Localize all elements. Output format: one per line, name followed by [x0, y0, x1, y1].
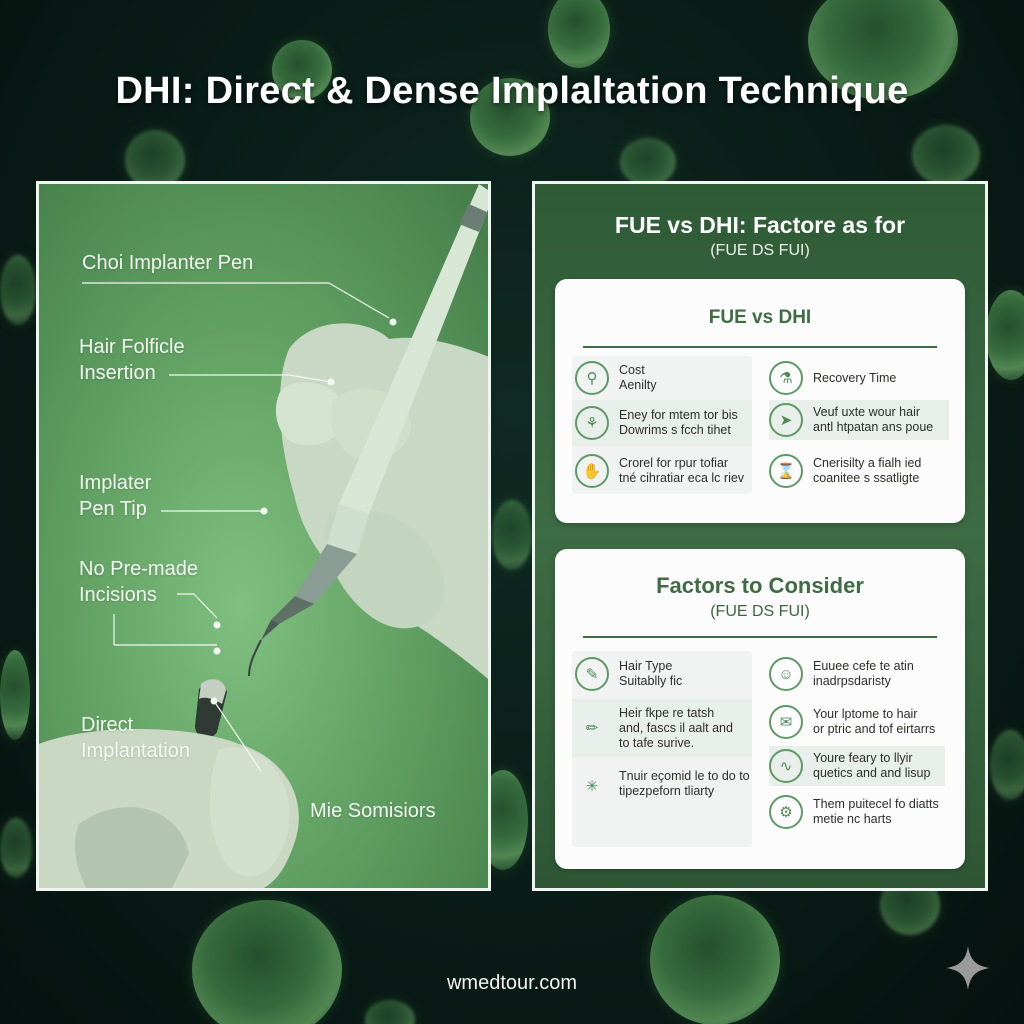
tools-icon: ⚙ — [769, 795, 803, 829]
pen-icon: ✏ — [585, 719, 599, 737]
arrows-icon: ➤ — [769, 403, 803, 437]
card-title: Factors to Consider — [656, 573, 864, 598]
factor-item: ⚗ Recovery Time — [769, 356, 949, 400]
comparison-panel: FUE vs DHI: Factore as for (FUE DS FUI) … — [532, 181, 988, 891]
callout-choi-implanter-pen: Choi Implanter Pen — [82, 252, 254, 274]
head-profile-icon: ☺ — [769, 657, 803, 691]
callout-direct-implantation: Direct Implantation — [81, 714, 190, 762]
callout-no-pre-made-incisions: No Pre-made Incisions — [79, 558, 198, 606]
hand-care-icon: ✋ — [575, 454, 609, 488]
hourglass-icon: ⌛ — [769, 454, 803, 488]
implanter-pen-illustration — [39, 184, 488, 888]
card-title: FUE vs DHI — [708, 307, 812, 328]
cell-decoration — [912, 125, 980, 185]
sparkle-leaf-icon: ✳ — [585, 777, 599, 795]
cell-decoration — [548, 0, 610, 68]
card-subtitle: (FUE DS FUI) — [710, 603, 810, 620]
cell-decoration — [272, 40, 332, 100]
page-title: DHI: Direct & Dense Implaltation Techniq… — [115, 70, 909, 112]
sparkle-icon — [946, 946, 990, 990]
website-link[interactable]: wmedtour.com — [446, 972, 578, 994]
cell-decoration — [365, 1000, 415, 1024]
cell-decoration — [650, 895, 780, 1024]
procedure-photo-panel: Choi Implanter Pen Hair Folficle Inserti… — [36, 181, 491, 891]
cell-decoration — [0, 255, 36, 325]
cell-decoration — [986, 290, 1024, 380]
briefcase-icon: ✎ — [575, 657, 609, 691]
callout-hair-follicle-insertion: Hair Folficle Insertion — [79, 336, 185, 384]
cell-decoration — [192, 900, 342, 1024]
cell-decoration — [125, 130, 185, 190]
callout-mie-somisiors: Mie Somisiors — [310, 800, 436, 822]
cell-decoration — [990, 730, 1024, 800]
divider — [583, 346, 937, 348]
cell-decoration — [492, 500, 532, 570]
cell-decoration — [620, 138, 676, 186]
hand-hair-icon: ⚘ — [575, 406, 609, 440]
factors-to-consider-card: Factors to Consider (FUE DS FUI) ✎ Hair … — [555, 549, 965, 869]
chair-icon: ∿ — [769, 749, 803, 783]
cell-decoration — [808, 0, 958, 100]
comparison-subtitle: (FUE DS FUI) — [710, 242, 810, 259]
location-pin-icon: ⚲ — [575, 361, 609, 395]
cell-decoration — [470, 78, 550, 156]
divider — [583, 636, 937, 638]
recovery-icon: ⚗ — [769, 361, 803, 395]
callout-implanter-pen-tip: Implater Pen Tip — [79, 472, 152, 520]
cell-decoration — [0, 650, 30, 740]
comparison-title: FUE vs DHI: Factore as for — [614, 212, 906, 238]
box-icon: ✉ — [769, 705, 803, 739]
cell-decoration — [0, 818, 32, 878]
